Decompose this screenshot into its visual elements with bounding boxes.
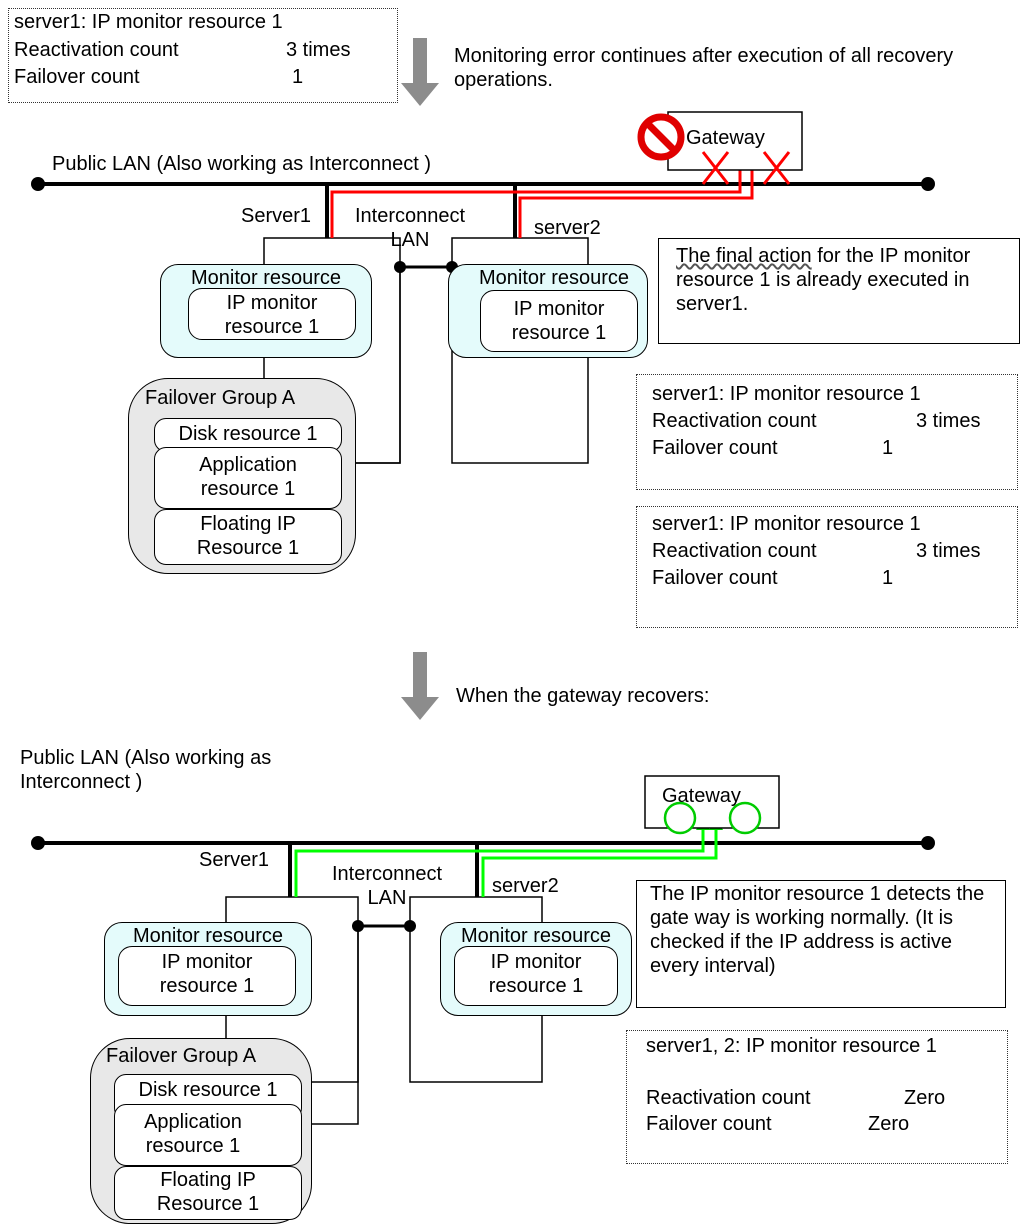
monitor-resource-label: Monitor resource: [190, 267, 342, 289]
disk-resource-box-top: [154, 418, 342, 452]
status-title: server1: IP monitor resource 1: [652, 513, 921, 535]
status-title: server1: IP monitor resource 1: [652, 383, 921, 405]
server2-label-bottom: server2: [492, 875, 559, 897]
ok-path-server1: [294, 830, 705, 897]
disk-resource-label: Disk resource 1: [178, 423, 318, 445]
status-title: server1, 2: IP monitor resource 1: [646, 1035, 937, 1057]
final-action-underlined: The final action: [676, 245, 812, 267]
ip-monitor-box-server1-top: [188, 288, 356, 340]
error-path-server2: [518, 170, 754, 238]
floating-ip-label: Floating IP Resource 1: [196, 513, 300, 559]
monitor-resource-label: Monitor resource: [460, 925, 612, 947]
application-resource-box-top: [154, 447, 342, 509]
down-arrow-top: [401, 38, 439, 106]
floating-ip-box-top: [154, 509, 342, 565]
monitor-resource-label: Monitor resource: [478, 267, 630, 289]
application-resource-label: Application resource 1: [199, 454, 297, 500]
disk-resource-label: Disk resource 1: [138, 1079, 278, 1101]
failover-group-label: Failover Group A: [145, 387, 296, 409]
lan-endpoint-left-top: [31, 177, 45, 191]
failover-group-label: Failover Group A: [106, 1045, 257, 1067]
reactivation-label: Reactivation count: [652, 540, 817, 562]
final-action-note-text: The final action for the IP monitor reso…: [676, 244, 1006, 316]
gateway-box-top: [667, 111, 803, 171]
status-box-bottom: [626, 1030, 1008, 1164]
reactivation-label: Reactivation count: [646, 1087, 811, 1109]
ip-monitor-label: IP monitor resource 1: [224, 292, 320, 338]
final-action-rest: for the IP monitor resource 1 is already…: [676, 245, 971, 315]
error-path-server1: [330, 170, 742, 238]
failover-label: Failover count: [652, 437, 778, 459]
failover-value: 1: [882, 437, 894, 459]
server1-label-top: Server1: [241, 205, 312, 227]
ip-monitor-label: IP monitor resource 1: [488, 951, 584, 997]
transition-text-top: Monitoring error continues after executi…: [454, 45, 954, 91]
reactivation-value: Zero: [904, 1087, 946, 1109]
floating-ip-label: Floating IP Resource 1: [156, 1169, 260, 1215]
public-lan-label-top: Public LAN (Also working as Interconnect…: [52, 153, 432, 175]
failover-value: 1: [882, 567, 894, 589]
ip-monitor-label: IP monitor resource 1: [159, 951, 255, 997]
ok-circle-left: [663, 801, 697, 835]
down-arrow-bottom: [401, 652, 439, 720]
gateway-label-top: Gateway: [686, 127, 765, 149]
lan-endpoint-right-top: [921, 177, 935, 191]
server2-label-top: server2: [534, 217, 601, 239]
ok-circle-right: [728, 801, 762, 835]
interconnect-label-top: Interconnect LAN: [354, 205, 466, 251]
reactivation-value: 3 times: [916, 410, 981, 432]
ip-monitor-box-server1-bottom: [118, 946, 296, 1006]
ip-monitor-box-server2-top: [480, 290, 638, 352]
interconnect-label-bottom: Interconnect LAN: [331, 863, 443, 909]
ok-path-server2: [481, 830, 718, 897]
lan-endpoint-left-bottom: [31, 836, 45, 850]
server1-label-bottom: Server1: [199, 849, 270, 871]
ip-monitor-box-server2-bottom: [454, 946, 618, 1006]
monitor-resource-label: Monitor resource: [132, 925, 284, 947]
status-title: server1: IP monitor resource 1: [14, 11, 283, 33]
floating-ip-box-bottom: [114, 1166, 302, 1220]
reactivation-label: Reactivation count: [652, 410, 817, 432]
gateway-label-bottom: Gateway: [662, 785, 741, 807]
application-resource-box-bottom: [114, 1104, 302, 1166]
status-box-top-3: [636, 506, 1018, 628]
failover-label: Failover count: [14, 66, 140, 88]
public-lan-label-bottom: Public LAN (Also working as Interconnect…: [20, 747, 272, 793]
lan-endpoint-right-bottom: [921, 836, 935, 850]
failure-x-mark-left: [701, 151, 730, 185]
failover-label: Failover count: [646, 1113, 772, 1135]
failover-value: Zero: [868, 1113, 910, 1135]
failover-label: Failover count: [652, 567, 778, 589]
ip-monitor-label: IP monitor resource 1: [511, 298, 607, 344]
gateway-ok-note: [636, 880, 1006, 1008]
transition-text-bottom: When the gateway recovers:: [456, 685, 710, 707]
reactivation-value: 3 times: [916, 540, 981, 562]
gateway-ok-note-text: The IP monitor resource 1 detects the ga…: [650, 883, 985, 977]
application-resource-label: Application resource 1: [144, 1111, 242, 1157]
failover-value: 1: [292, 66, 304, 88]
reactivation-value: 3 times: [286, 39, 351, 61]
prohibited-icon: [637, 113, 685, 161]
status-box-top-2: [636, 374, 1018, 490]
failure-x-mark-right: [762, 151, 791, 185]
reactivation-label: Reactivation count: [14, 39, 179, 61]
final-action-note: [658, 238, 1020, 344]
status-box-top: [8, 8, 398, 103]
